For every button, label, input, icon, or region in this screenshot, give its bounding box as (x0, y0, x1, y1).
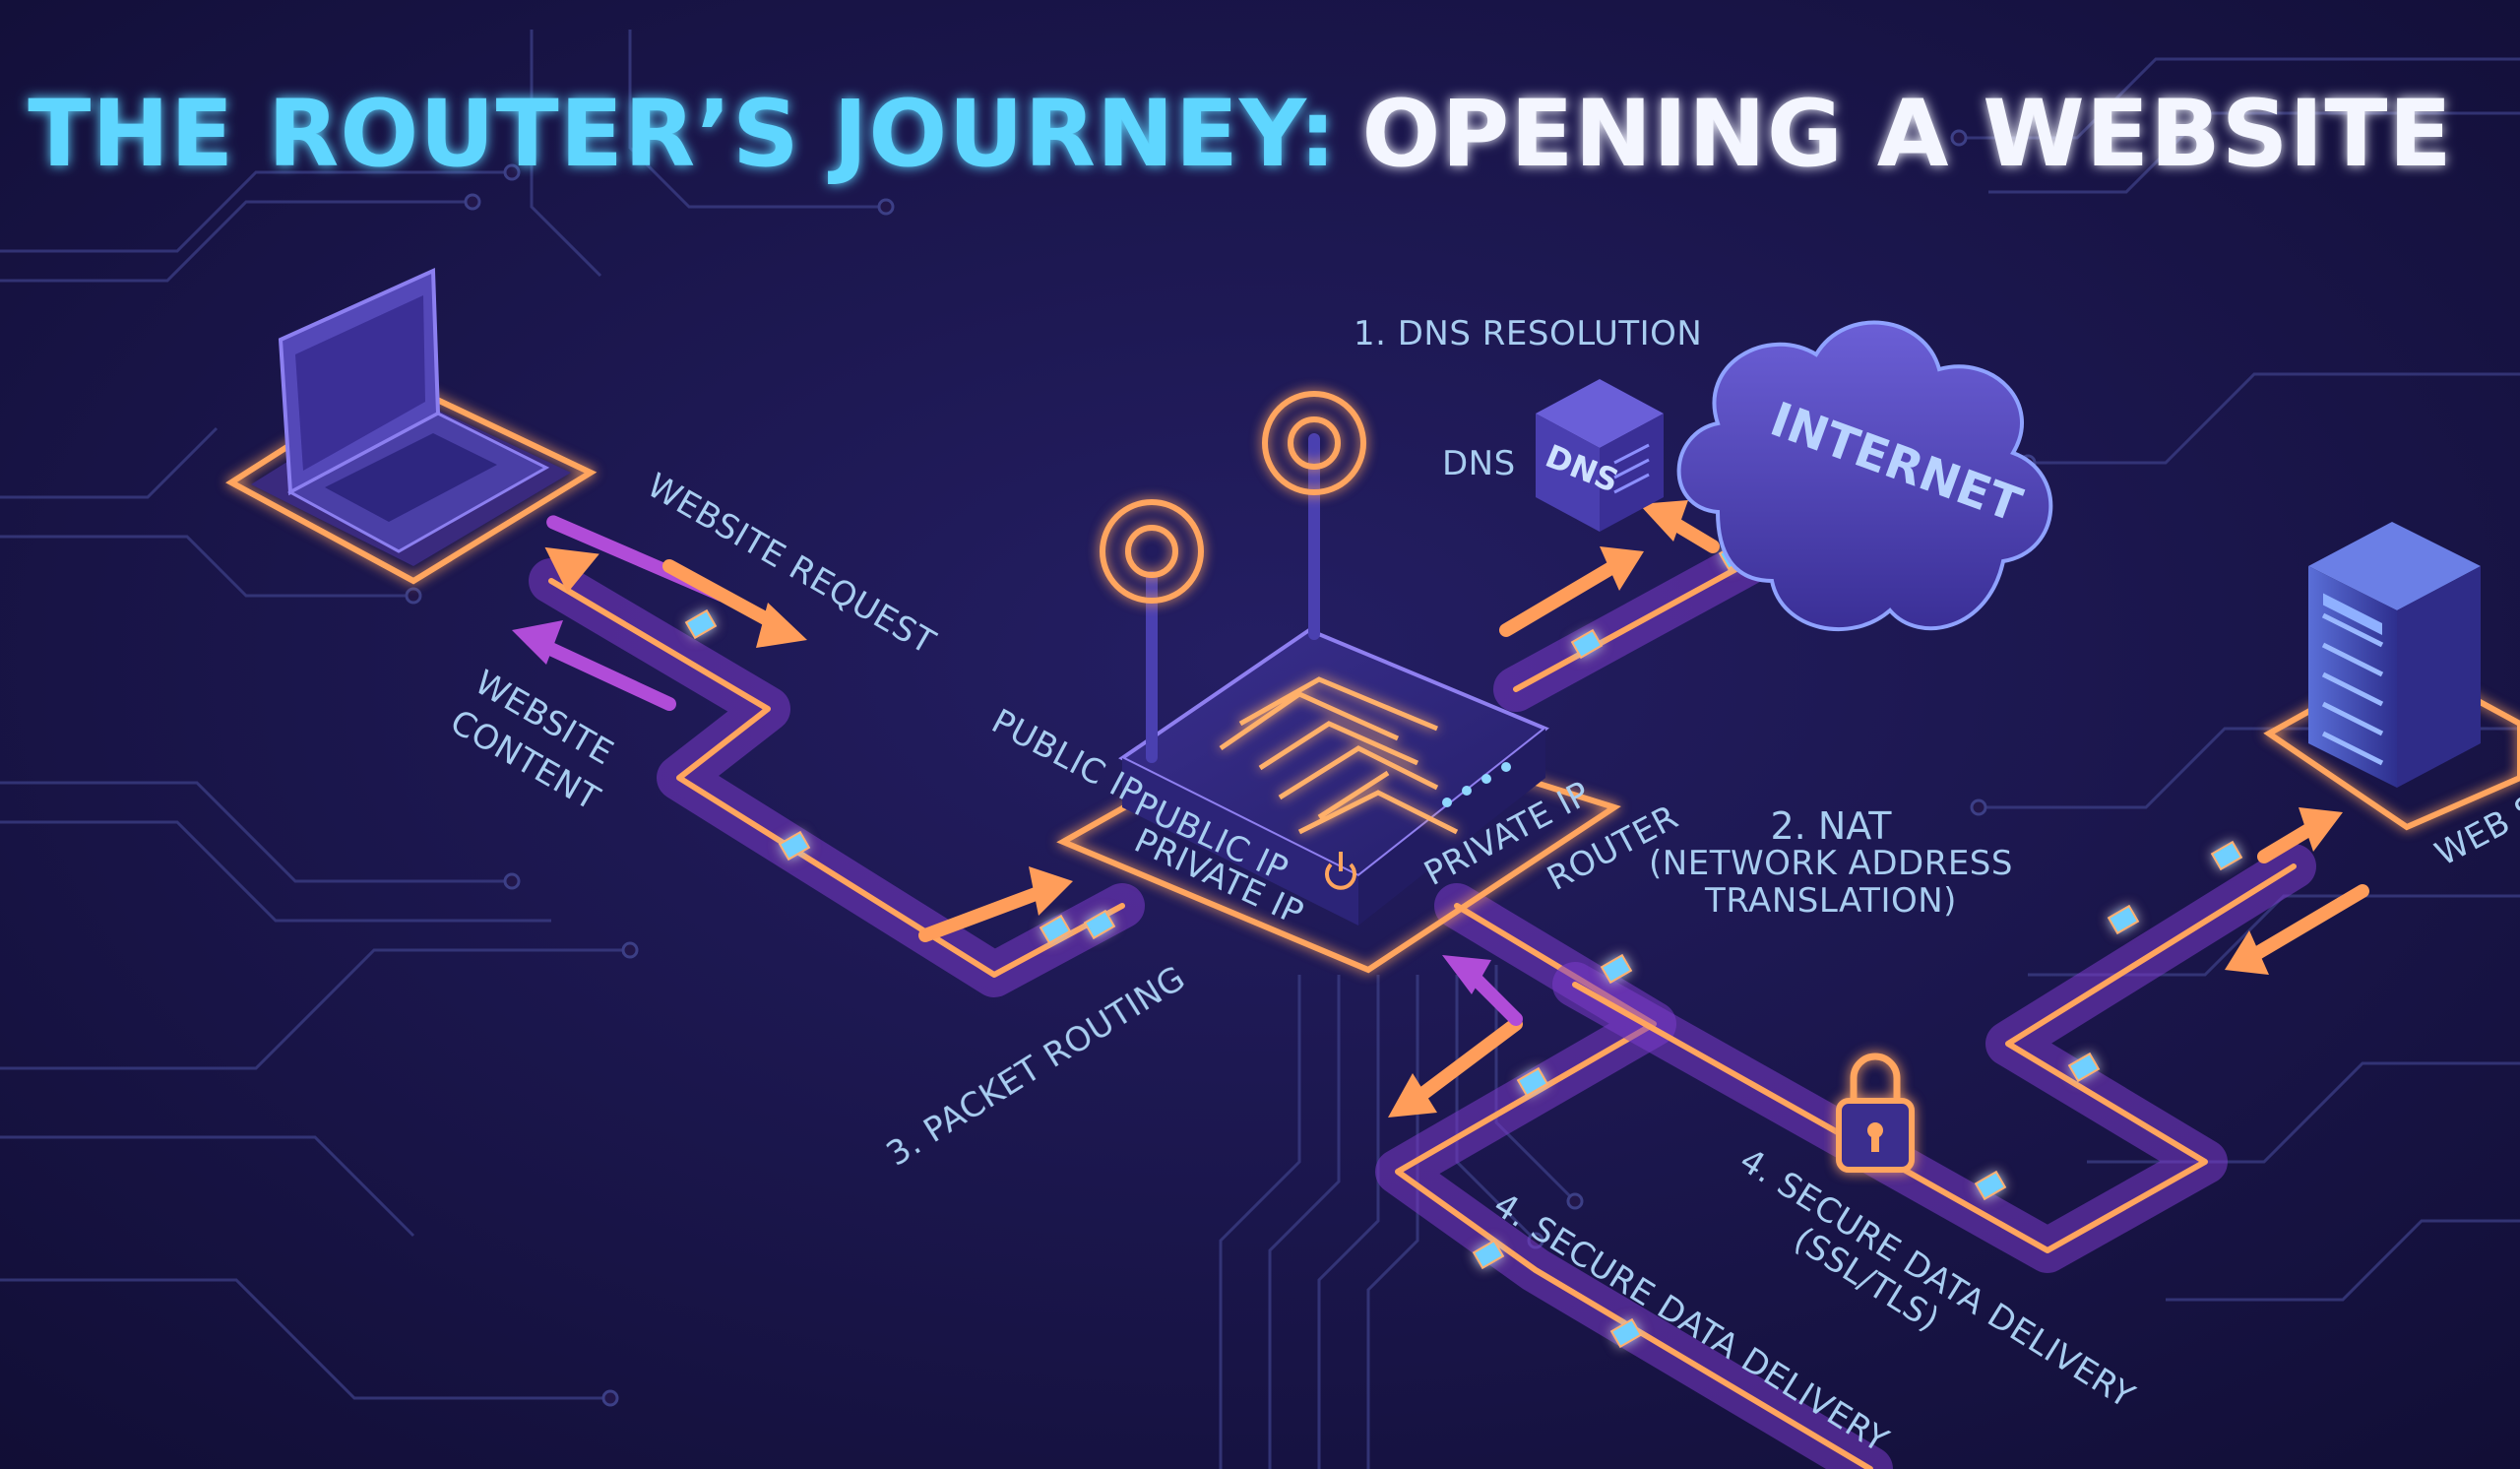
direction-arrows (512, 500, 2369, 1118)
data-packet-icon (1472, 1239, 1505, 1270)
label-nat-2: (NETWORK ADDRESS (1649, 844, 2013, 883)
dns-server: DNS (1536, 379, 1664, 532)
cloud-icon (1676, 320, 2053, 632)
data-packet-icon (778, 830, 811, 862)
label-nat-1: 2. NAT (1770, 804, 1892, 848)
page-title: THE ROUTER’S JOURNEY: OPENING A WEBSITE (28, 81, 2453, 188)
power-icon (1325, 852, 1356, 890)
circuit-traces (0, 30, 2520, 1469)
data-packet-icon (1570, 628, 1604, 660)
web-server (2263, 522, 2520, 831)
data-packet-icon (1039, 914, 1072, 945)
data-packet-icon (1083, 909, 1116, 940)
data-packet-icon (684, 608, 718, 640)
data-packet-icon (1609, 1317, 1643, 1349)
data-packet-icon (1516, 1066, 1549, 1098)
wifi-signal-icon (1262, 391, 1366, 495)
label-dns-resolution: 1. DNS RESOLUTION (1354, 314, 1702, 353)
title-part-2: OPENING A WEBSITE (1362, 81, 2453, 188)
label-dns: DNS (1442, 444, 1516, 483)
padlock-icon (1836, 1053, 1915, 1173)
router (1056, 391, 1621, 974)
label-nat-3: TRANSLATION) (1704, 881, 1957, 921)
title-part-1: THE ROUTER’S JOURNEY: (28, 81, 1337, 188)
data-packet-icon (2067, 1052, 2101, 1083)
data-packet-icon (2107, 904, 2140, 935)
web-server-icon (2308, 522, 2481, 610)
laptop (225, 267, 598, 585)
wifi-signal-icon (1100, 499, 1204, 604)
internet-cloud: INTERNET (1676, 320, 2053, 632)
data-packet-icon (1600, 953, 1633, 985)
data-packet-icon (1974, 1170, 2007, 1201)
data-packet-icon (2210, 840, 2243, 871)
